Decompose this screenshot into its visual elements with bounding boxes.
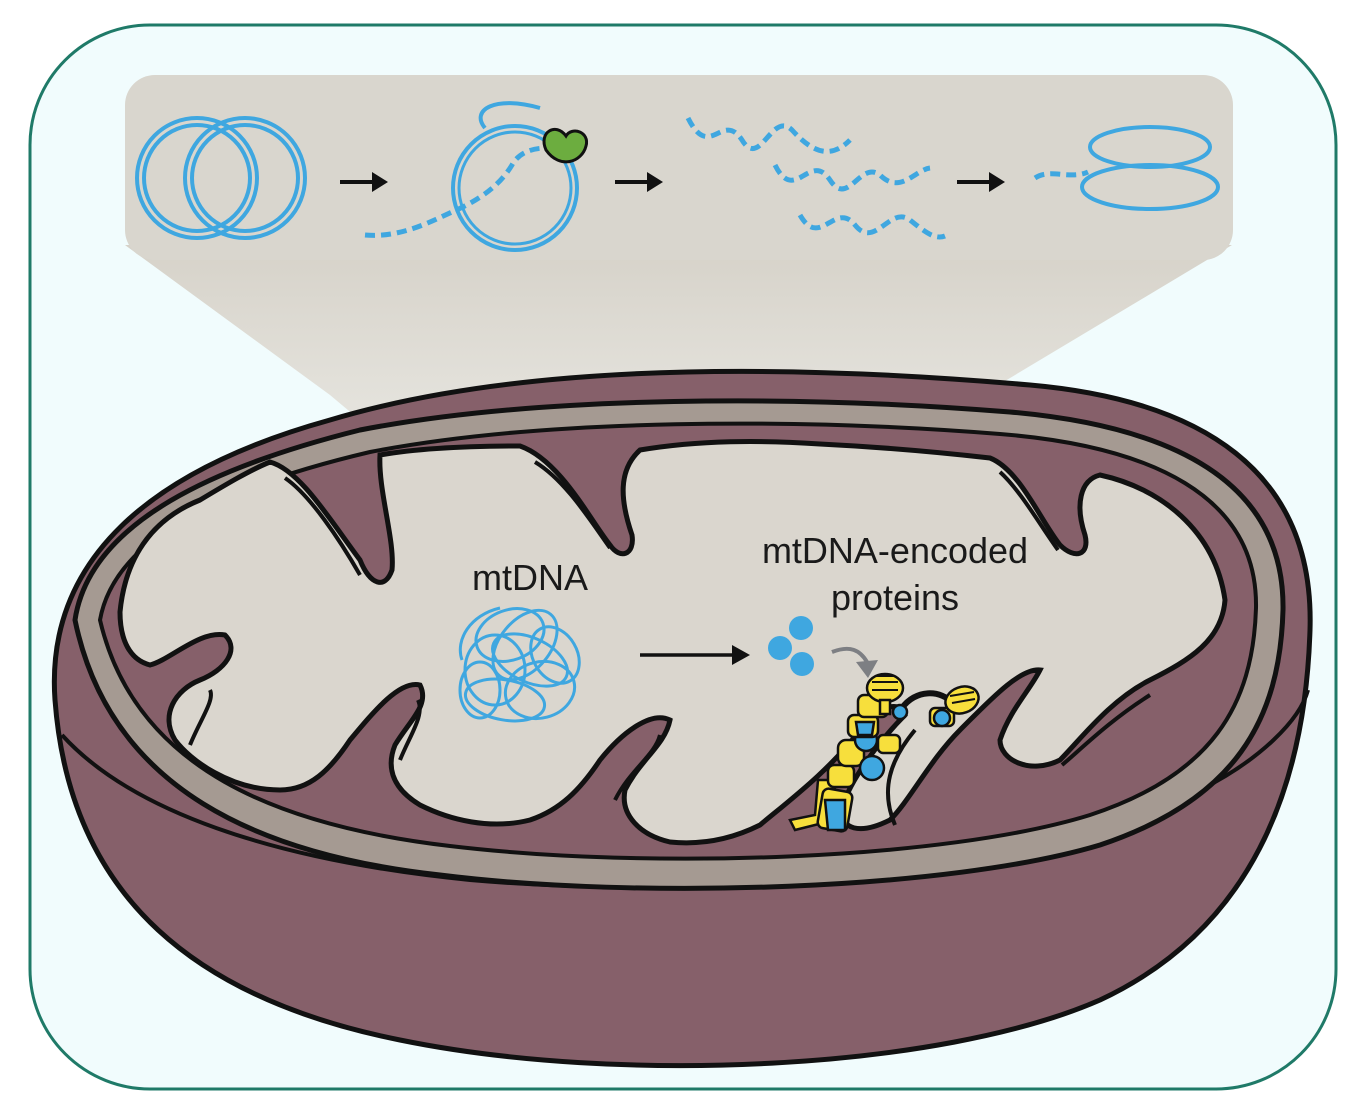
mtdna-label: mtDNA: [472, 557, 588, 598]
replicating-circle-icon: [364, 101, 579, 252]
arrow-head-icon: [372, 172, 388, 192]
deleted-circle-icon: [1033, 125, 1220, 211]
replication-panel: [125, 75, 1233, 260]
arrow-head-icon: [647, 172, 663, 192]
insertion-arrow: [831, 646, 869, 664]
proteins-label-line2: proteins: [831, 577, 959, 618]
mitochondrial-matrix: [117, 439, 1228, 846]
cristae: [188, 460, 1152, 826]
protein-dots-icon: [768, 616, 814, 676]
insertion-arrow-head: [856, 660, 878, 678]
catenated-circles-icon: [135, 116, 307, 240]
atp-synthase-icon: [865, 672, 980, 728]
mtdna-tangle-icon: [458, 606, 581, 723]
enzyme-blob-icon: [542, 128, 589, 164]
arrow-head-icon: [989, 172, 1005, 192]
proteins-label-line1: mtDNA-encoded: [762, 530, 1028, 571]
linear-fragments-icon: [685, 116, 946, 240]
translation-arrow-head: [732, 645, 750, 665]
